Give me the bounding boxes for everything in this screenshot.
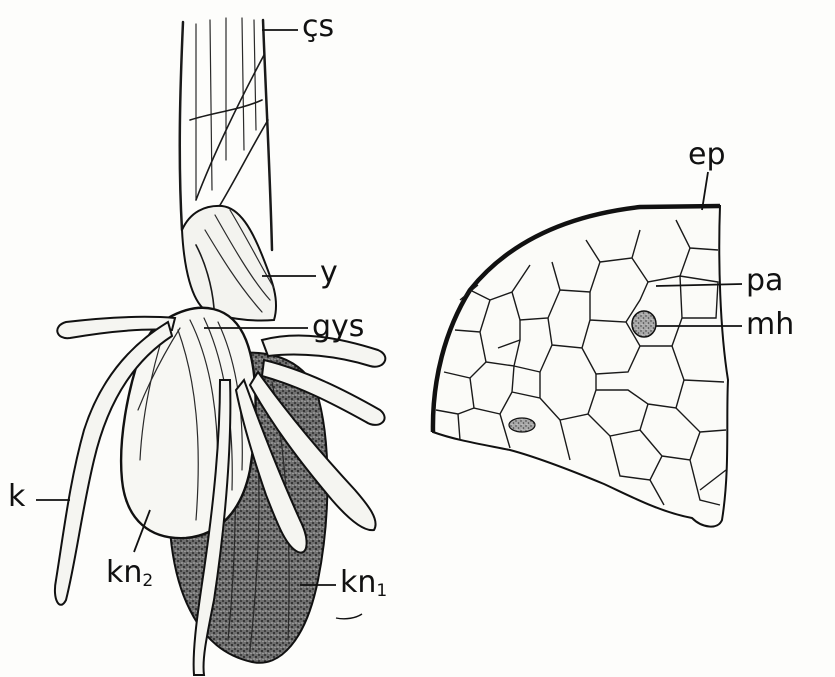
section-outline xyxy=(433,206,728,527)
label-gys: gys xyxy=(312,312,364,342)
label-mucilage-mh: mh xyxy=(746,310,794,340)
mucilage-cell-small xyxy=(509,418,535,432)
label-root-k: k xyxy=(8,482,25,512)
plant-base-figure xyxy=(36,18,385,675)
label-sheath-y: y xyxy=(320,258,338,288)
mucilage-cell-mh xyxy=(632,311,656,337)
label-old-corm-kn1: kn1 xyxy=(340,568,387,600)
label-kn2-sub: 2 xyxy=(142,571,153,591)
sheath-leaf-y xyxy=(182,206,276,321)
label-kn1-base: kn xyxy=(340,565,376,600)
label-epidermis-ep: ep xyxy=(688,140,726,170)
label-stem-cs: çs xyxy=(302,12,334,42)
label-parenchyma-pa: pa xyxy=(746,266,783,296)
label-young-corm-kn2: kn2 xyxy=(106,558,153,590)
label-kn2-base: kn xyxy=(106,555,142,590)
label-kn1-sub: 1 xyxy=(376,581,387,601)
tissue-section-figure xyxy=(433,172,742,527)
